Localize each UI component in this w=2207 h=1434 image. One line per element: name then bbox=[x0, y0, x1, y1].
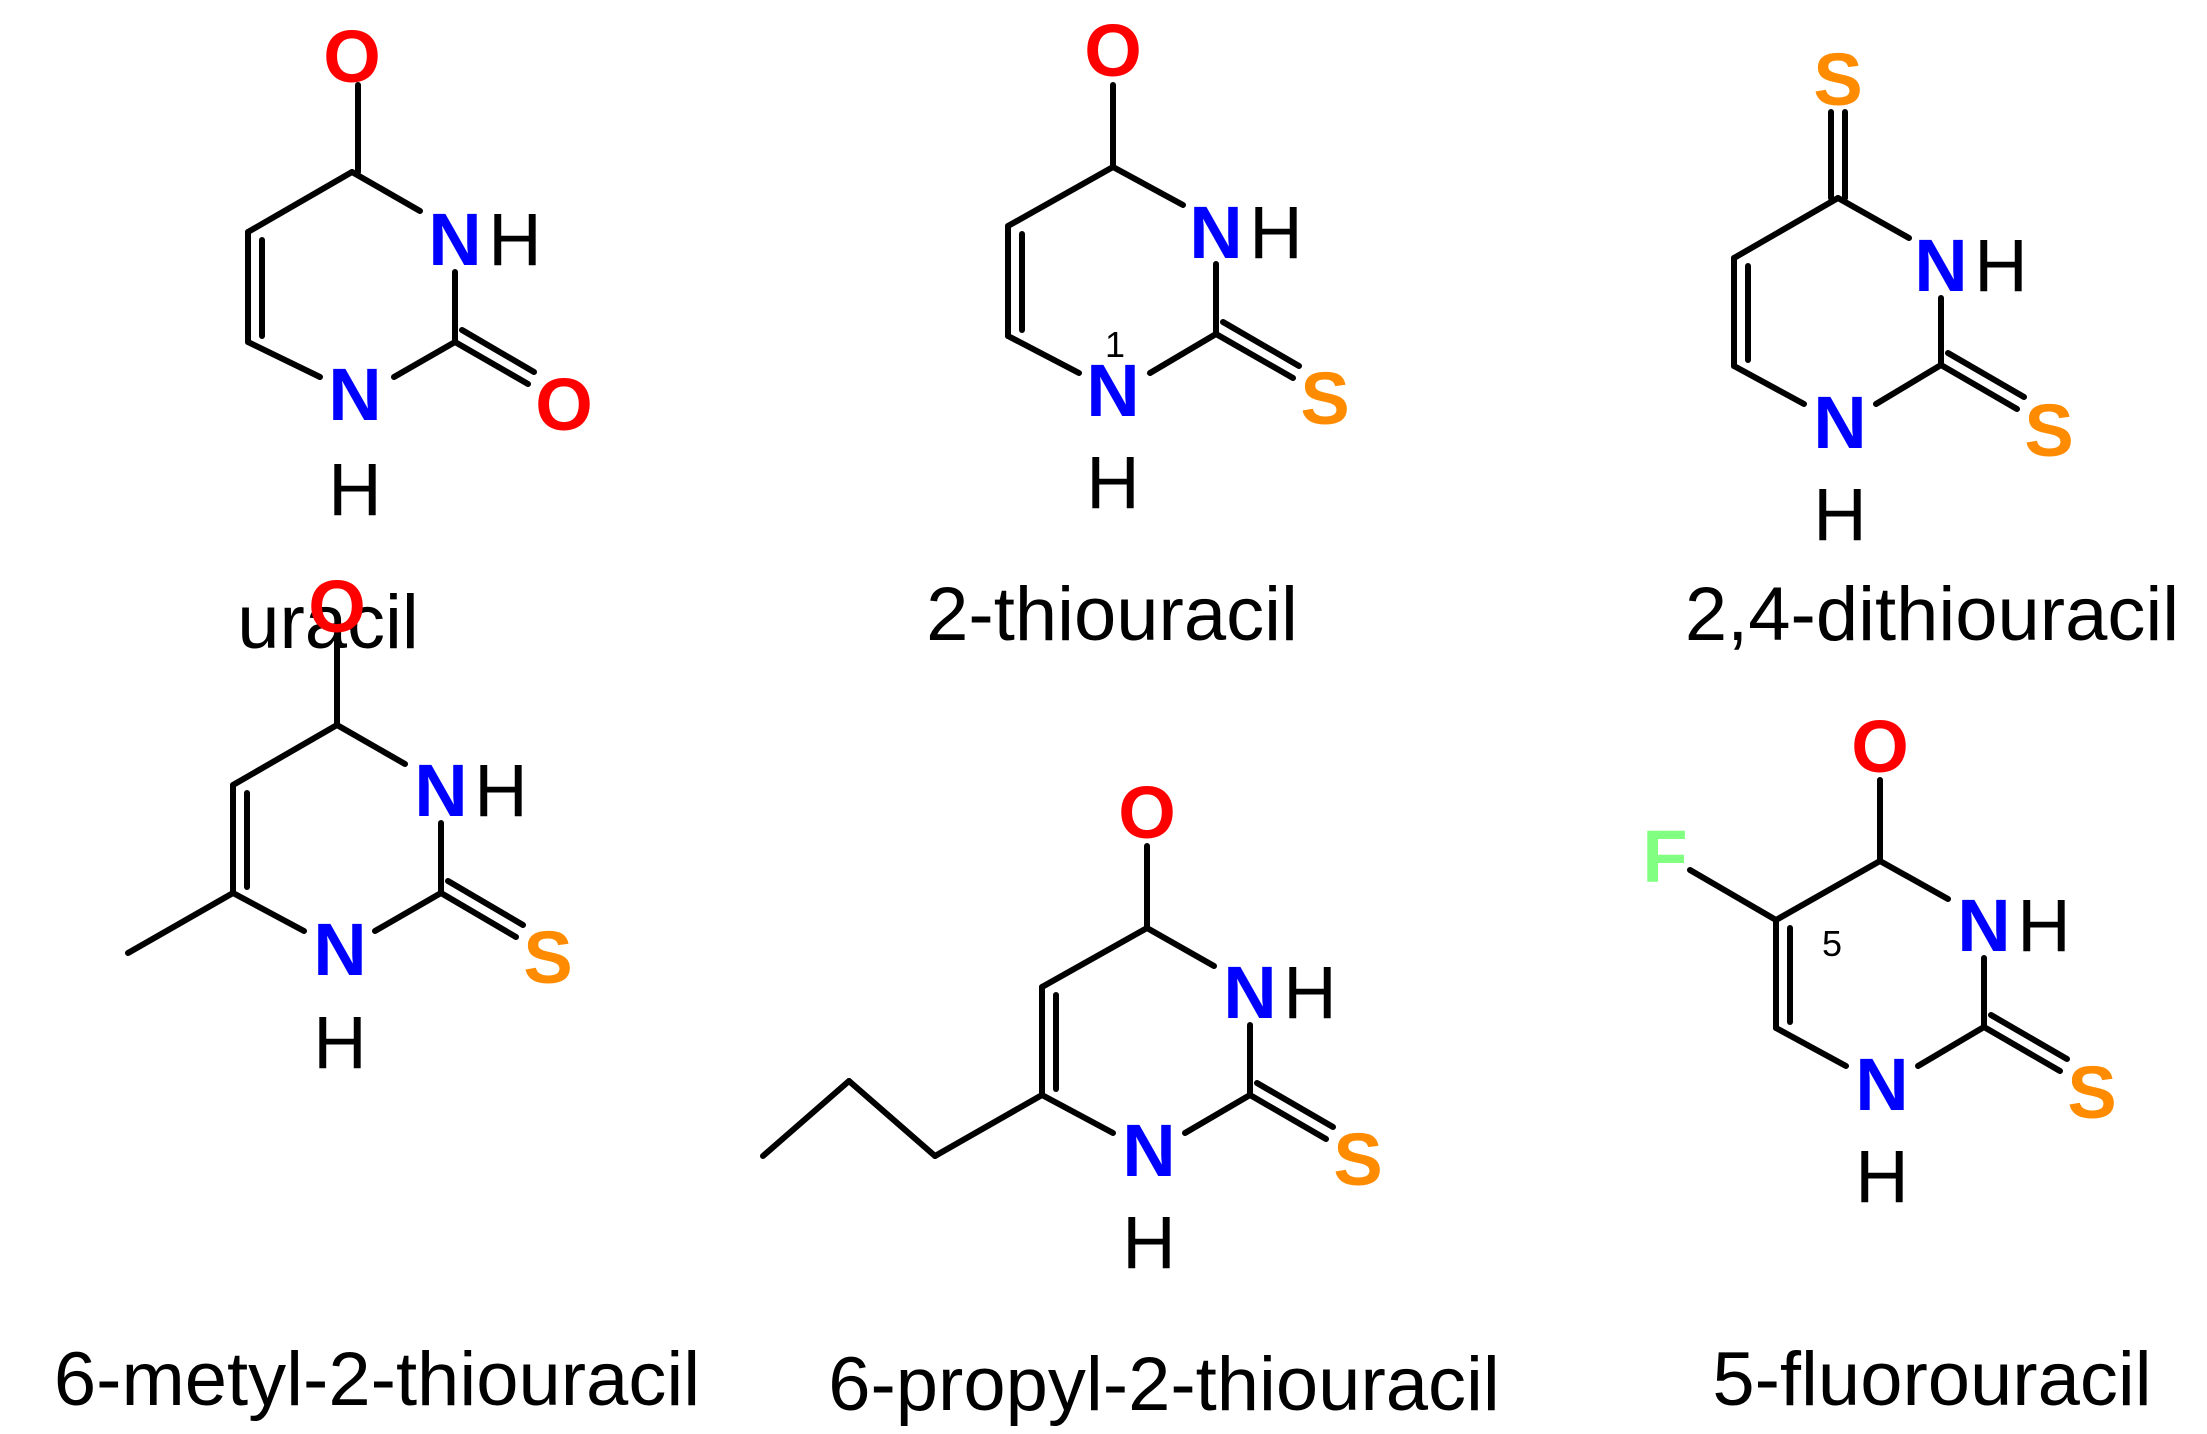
atom-h3: H bbox=[1283, 951, 1336, 1034]
bonds bbox=[1005, 82, 1302, 381]
atom-h1: H bbox=[328, 448, 381, 531]
bonds bbox=[125, 637, 526, 956]
atom-x2: S bbox=[2067, 1051, 2116, 1134]
atom-h3: H bbox=[1974, 224, 2027, 307]
molecule-5-fluorouracil bbox=[1687, 777, 2070, 1074]
atom-x2: O bbox=[535, 363, 593, 446]
atom-n1: N bbox=[1086, 349, 1139, 432]
molecule-6-metyl-2-thiouracil bbox=[125, 637, 526, 956]
atom-n3: N bbox=[1957, 884, 2010, 967]
atom-n3: N bbox=[1189, 191, 1242, 274]
atom-n1: N bbox=[1855, 1043, 1908, 1126]
molecule-name: 6-metyl-2-thiouracil bbox=[54, 1337, 700, 1422]
molecule-name: 2,4-dithiouracil bbox=[1685, 572, 2179, 657]
atom-o4: O bbox=[1851, 705, 1909, 788]
position-number-label: 1 bbox=[1105, 324, 1125, 365]
atom-f5: F bbox=[1642, 815, 1687, 898]
atom-h3: H bbox=[1249, 191, 1302, 274]
atom-o4: O bbox=[323, 15, 381, 98]
atom-h3: H bbox=[488, 198, 541, 281]
atom-n1: N bbox=[328, 353, 381, 436]
molecule-6-propyl-2-thiouracil bbox=[760, 843, 1336, 1159]
position-number-label: 5 bbox=[1822, 923, 1842, 964]
atom-n1: N bbox=[313, 908, 366, 991]
bonds bbox=[245, 82, 537, 387]
bonds bbox=[760, 843, 1336, 1159]
molecule-name: uracil bbox=[237, 580, 419, 665]
atom-o4: O bbox=[308, 565, 366, 648]
atom-h3: H bbox=[474, 749, 527, 832]
molecule-name: 5-fluorouracil bbox=[1712, 1337, 2151, 1422]
atom-n1: N bbox=[1813, 381, 1866, 464]
molecule-name: 2-thiouracil bbox=[926, 572, 1298, 657]
atom-x2: S bbox=[1300, 357, 1349, 440]
bonds bbox=[1687, 777, 2070, 1074]
atom-h1: H bbox=[1086, 441, 1139, 524]
atom-n1: N bbox=[1122, 1109, 1175, 1192]
atom-h1: H bbox=[1813, 473, 1866, 556]
molecule-name: 6-propyl-2-thiouracil bbox=[828, 1342, 1500, 1427]
bonds bbox=[1731, 109, 2027, 412]
atom-o4: S bbox=[1813, 38, 1862, 121]
atom-x2: S bbox=[523, 916, 572, 999]
atom-x2: S bbox=[1333, 1118, 1382, 1201]
atom-x2: S bbox=[2024, 389, 2073, 472]
atom-h1: H bbox=[1122, 1201, 1175, 1284]
molecule-uracil bbox=[245, 82, 537, 387]
atom-h1: H bbox=[313, 1001, 366, 1084]
molecule-2-thiouracil bbox=[1005, 82, 1302, 381]
atom-h1: H bbox=[1855, 1135, 1908, 1218]
atom-n3: N bbox=[414, 749, 467, 832]
atom-o4: O bbox=[1118, 771, 1176, 854]
atom-h3: H bbox=[2017, 884, 2070, 967]
atom-o4: O bbox=[1084, 9, 1142, 92]
atom-n3: N bbox=[1223, 951, 1276, 1034]
atom-labels: O N H N H O uracil O N H N H S 1 2-thiou… bbox=[54, 9, 2179, 1427]
atom-n3: N bbox=[1914, 224, 1967, 307]
atom-n3: N bbox=[428, 198, 481, 281]
molecule-2-4-dithiouracil bbox=[1731, 109, 2027, 412]
